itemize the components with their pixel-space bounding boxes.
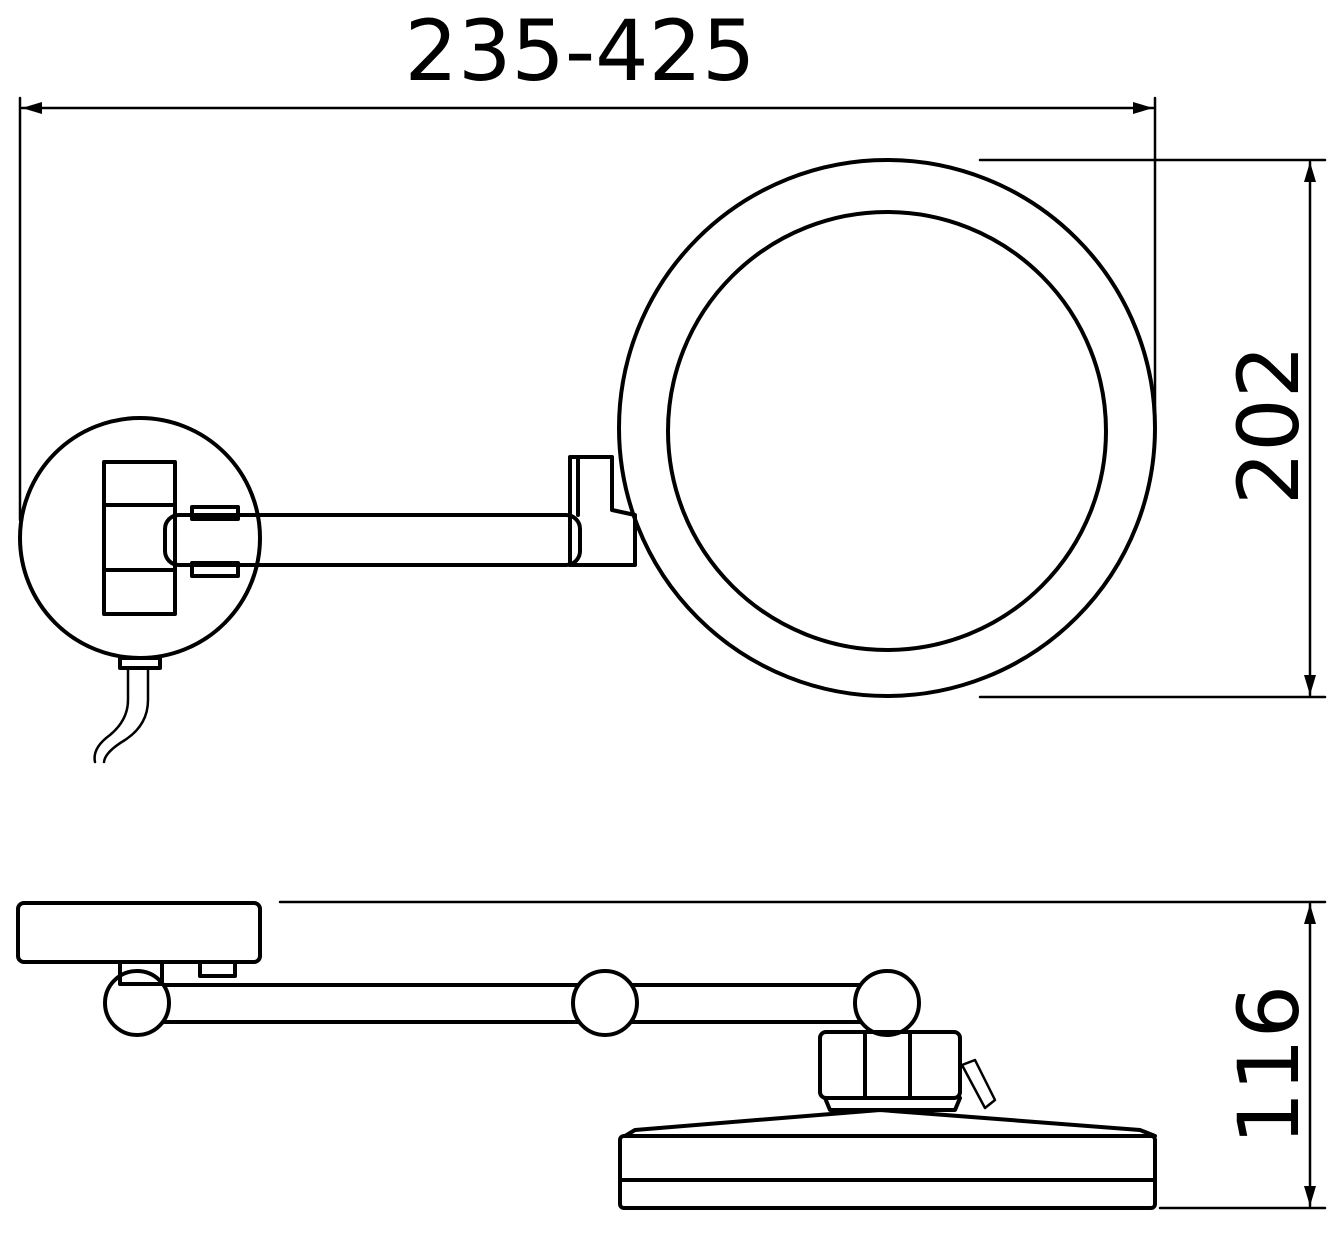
width-dimension: 235-425 bbox=[18, 2, 1157, 522]
depth-label: 116 bbox=[1220, 985, 1318, 1145]
swing-arm bbox=[163, 513, 582, 567]
joint-3 bbox=[853, 969, 921, 1037]
screw-side bbox=[198, 960, 237, 978]
mirror-glass bbox=[666, 210, 1108, 652]
power-cable bbox=[93, 666, 150, 764]
height-label: 202 bbox=[1220, 345, 1318, 505]
mirror-clamp bbox=[818, 1030, 997, 1112]
depth-dimension: 116 bbox=[278, 900, 1327, 1210]
joint-1 bbox=[103, 969, 171, 1037]
mirror-disc-side bbox=[618, 1108, 1157, 1210]
bracket-neck bbox=[118, 960, 164, 986]
joint-2 bbox=[571, 969, 639, 1037]
mirror-outer-ring bbox=[617, 158, 1157, 698]
arm-screw-top bbox=[190, 505, 240, 521]
wall-bracket bbox=[102, 460, 177, 616]
tilt-knob bbox=[960, 1058, 997, 1110]
wall-plate-side bbox=[16, 901, 262, 964]
wall-plate bbox=[18, 416, 262, 660]
front-view: 235-425 202 bbox=[18, 2, 1327, 764]
arm-screw-bottom bbox=[190, 561, 240, 578]
side-view: 116 bbox=[16, 900, 1327, 1210]
height-dimension: 202 bbox=[978, 158, 1327, 699]
cable-gland bbox=[118, 656, 162, 670]
mirror-hinge bbox=[568, 455, 637, 567]
width-label: 235-425 bbox=[405, 2, 756, 100]
